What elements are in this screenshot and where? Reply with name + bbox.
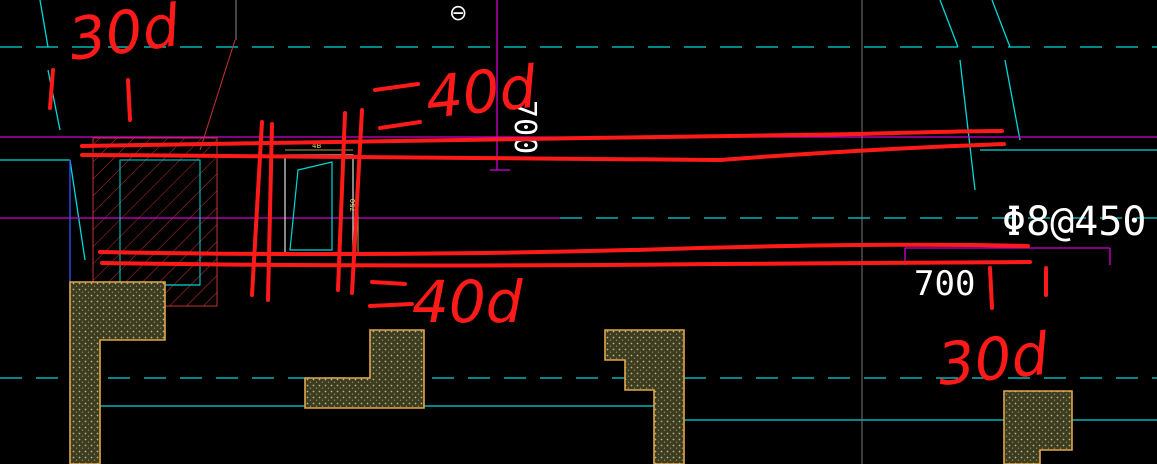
opening-width-label: 4B: [312, 142, 321, 150]
structure-lines: [69, 0, 863, 464]
dash-bot-40d-2: [368, 302, 414, 308]
cyan-diag-4: [959, 59, 976, 191]
column-left: [69, 281, 166, 464]
rebar-top-1: [80, 129, 1004, 148]
dash-bot-40d-1: [370, 280, 407, 286]
tick-top-left-2: [126, 78, 132, 122]
cyan-wall-left: [69, 159, 86, 261]
cyan-diag-2: [939, 0, 959, 48]
columns: [69, 281, 1073, 464]
tick-bottom-right-1: [988, 266, 994, 310]
beam-end-hatch: [92, 137, 218, 307]
annotation-bottom-right: 30d: [934, 320, 1052, 399]
column-right: [604, 329, 685, 464]
dash-top-40d-1: [373, 82, 420, 92]
rebar-bottom-1: [98, 242, 1030, 257]
rebar-top-2: [80, 142, 1006, 163]
stirrup-3: [336, 111, 347, 292]
stirrup-4: [350, 108, 364, 295]
dim-700-label: 700: [914, 264, 975, 304]
rebar-markup: [48, 68, 1048, 310]
annotation-top-left: 30d: [64, 0, 184, 74]
tick-top-left-1: [48, 68, 55, 110]
annotation-bottom-mid: 40d: [412, 268, 524, 336]
stirrup-1: [250, 120, 264, 297]
rebar-bottom-2: [100, 260, 1032, 268]
cyan-diag-3: [991, 0, 1011, 48]
column-far-right: [1003, 390, 1073, 464]
rebar-spec-label: Φ8@450: [1002, 199, 1147, 245]
dim-700-vertical: 700: [507, 100, 542, 154]
axis-symbol-icon: ⊖: [449, 1, 467, 26]
opening-height-label: 750: [349, 199, 357, 212]
stirrup-2: [266, 122, 274, 302]
opening-inner: [289, 161, 333, 251]
cyan-diag-5: [1004, 59, 1021, 141]
column-mid: [304, 329, 425, 409]
red-thin-diag: [199, 39, 236, 151]
annotation-top-mid: 40d: [422, 53, 540, 132]
dash-top-40d-2: [378, 120, 422, 130]
hatch-zone: [92, 137, 218, 307]
cyan-diag-6: [47, 69, 61, 131]
cyan-diag-1: [39, 0, 49, 48]
